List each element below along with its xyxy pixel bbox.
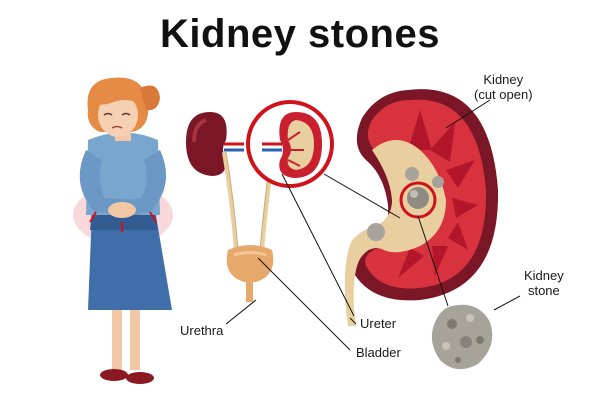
- label-kidney-stone-line2: stone: [527, 283, 560, 298]
- label-kidney-stone: Kidney stone: [524, 268, 564, 298]
- large-kidney-cut-open: [344, 89, 499, 326]
- woman-figure: [73, 77, 173, 384]
- label-kidney-cut-line1: Kidney: [483, 72, 524, 87]
- leader-lines: [225, 99, 521, 351]
- label-ureter: Ureter: [360, 316, 397, 331]
- diagram-title: Kidney stones: [160, 12, 440, 56]
- urinary-system: [186, 112, 274, 302]
- highlight-kidney-zoom: [246, 100, 334, 188]
- label-bladder: Bladder: [356, 345, 401, 360]
- label-kidney-cut-open: Kidney (cut open): [474, 72, 533, 102]
- label-kidney-cut-line2: (cut open): [474, 87, 533, 102]
- label-kidney-stone-line1: Kidney: [524, 268, 564, 283]
- label-urethra: Urethra: [180, 323, 224, 338]
- large-kidney-stone: [431, 304, 493, 370]
